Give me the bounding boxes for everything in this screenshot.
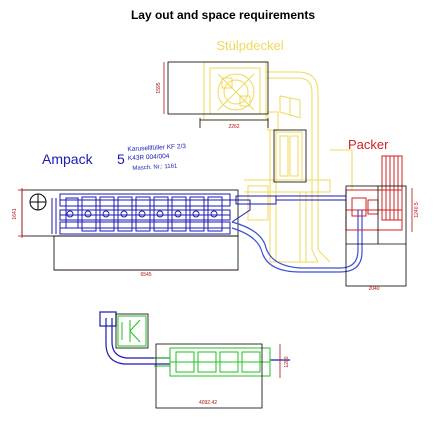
ampack-machine: [21, 189, 346, 237]
ampack-number-5: 5: [117, 151, 125, 167]
dimension-1200: 1200: [284, 356, 290, 367]
machine-model-text: Karusellfüller KF 2/3: [127, 143, 186, 153]
dimension-6545: 6545: [140, 272, 151, 278]
stuelpdeckel-outline: [167, 61, 307, 183]
packer-label: Packer: [348, 137, 389, 152]
dimension-2262: 2262: [228, 124, 239, 130]
page-title: Lay out and space requirements: [130, 8, 316, 22]
bottom-green-unit: [117, 315, 271, 377]
bottom-unit-outline: [115, 313, 263, 409]
dimension-1240-5: 1240.5: [414, 202, 420, 218]
machine-footprint-outline: [53, 235, 239, 271]
conveyor-path: [231, 210, 363, 273]
stuelpdeckel-unit: [203, 61, 353, 263]
packer-outline: [345, 185, 407, 287]
ampack-label: Ampack: [42, 151, 94, 167]
dimension-1595: 1595: [156, 82, 162, 93]
bottom-conveyor: [99, 311, 290, 365]
machine-number-text: Masch. Nr.: 1161: [132, 164, 178, 172]
dimension-4092-42: 4092.42: [199, 400, 217, 406]
stuelpdeckel-label: Stülpdeckel: [216, 38, 283, 53]
dimension-2040: 2040: [368, 286, 379, 292]
machine-code-text: K43R 004/004: [128, 153, 170, 162]
dimension-1641: 1641: [12, 208, 18, 219]
packer-unit: [345, 155, 403, 231]
